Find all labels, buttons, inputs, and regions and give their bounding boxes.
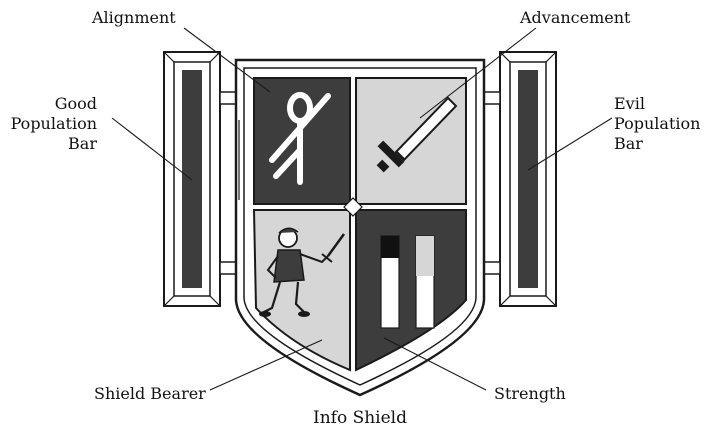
diagram-caption: Info Shield: [300, 408, 420, 428]
shield-bearer-label: Shield Bearer: [94, 384, 206, 404]
evil-bar-label-line: Population: [614, 114, 700, 134]
advancement-label: Advancement: [520, 8, 630, 28]
good-population-bar-label: Good Population Bar: [11, 94, 97, 154]
good-bar-label-line: Population: [11, 114, 97, 134]
good-population-bar: [164, 52, 220, 306]
good-bar-label-line: Good: [11, 94, 97, 114]
shield-bearer-quadrant: [254, 210, 350, 370]
strength-label: Strength: [494, 384, 566, 404]
evil-population-bar-label: Evil Population Bar: [614, 94, 700, 154]
evil-bar-label-line: Evil: [614, 94, 700, 114]
evil-population-bar: [500, 52, 556, 306]
good-bar-label-line: Bar: [11, 134, 97, 154]
evil-bar-label-line: Bar: [614, 134, 700, 154]
alignment-label: Alignment: [92, 8, 176, 28]
